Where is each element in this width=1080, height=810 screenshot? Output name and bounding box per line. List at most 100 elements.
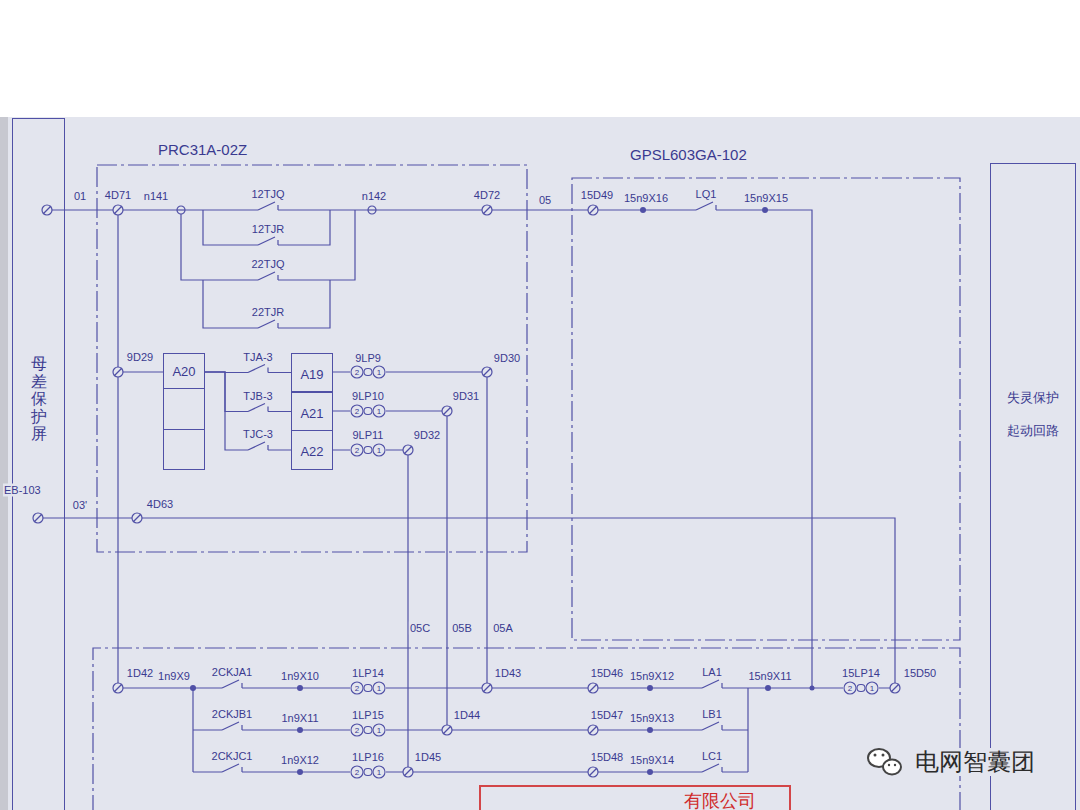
- cell-divider: [164, 388, 204, 389]
- pin-dot: [647, 727, 653, 733]
- contact-symbol: [702, 680, 722, 691]
- terminal-label: 1D44: [453, 709, 481, 722]
- terminal-label: 15n9X12: [629, 670, 675, 683]
- terminal-label: n142: [361, 190, 387, 203]
- pin-dot: [297, 685, 303, 691]
- contact-branch: [205, 372, 291, 453]
- red-stamp: [480, 786, 790, 810]
- node-terminal: [368, 206, 376, 214]
- plate-number: 2: [355, 684, 359, 693]
- terminal-symbol: [403, 767, 413, 777]
- contact-label: TJB-3: [242, 389, 273, 402]
- contact-symbol: [258, 202, 278, 213]
- relay-box: A22: [291, 430, 333, 470]
- terminal-label: 15n9X15: [743, 192, 789, 205]
- terminal-label: 9D29: [126, 351, 154, 364]
- contact-branch: [205, 372, 291, 415]
- cabinet-label: EB-103: [3, 484, 42, 497]
- device-model: PRC31A-02Z: [158, 141, 247, 159]
- terminal-symbol: [113, 205, 123, 215]
- pin-dot: [297, 727, 303, 733]
- terminal-label: 1D42: [126, 667, 154, 680]
- watermark-text: 电网智囊团: [913, 748, 1037, 776]
- wire: [333, 450, 408, 772]
- terminal-label: 05A: [492, 622, 514, 635]
- paper-edge: [0, 117, 8, 810]
- pin-dot: [640, 207, 646, 213]
- terminal-label: 15LP14: [841, 667, 881, 680]
- terminal-label: 05B: [451, 622, 473, 635]
- pressure-plate: [350, 405, 386, 417]
- pin-dot: [190, 685, 196, 691]
- terminal-label: 9D30: [493, 352, 521, 365]
- wire: [118, 371, 163, 372]
- terminal-label: 2CKJC1: [211, 750, 254, 763]
- plate-number: 2: [355, 446, 359, 455]
- terminal-symbol: [890, 683, 900, 693]
- contact-symbol: [258, 272, 278, 283]
- module-box: A20: [163, 353, 205, 470]
- terminal-label: n141: [143, 190, 169, 203]
- terminal-label: 4D71: [104, 189, 132, 202]
- terminal-label: 03': [72, 499, 88, 512]
- terminal-label: 1D43: [494, 667, 522, 680]
- terminal-label: 01: [73, 190, 87, 203]
- contact-symbol: [222, 764, 242, 775]
- terminal-symbol: [132, 513, 142, 523]
- terminal-label: 15n9X16: [623, 192, 669, 205]
- terminal-label: 2CKJB1: [211, 708, 253, 721]
- terminal-symbol: [442, 406, 452, 416]
- wire: [193, 688, 748, 772]
- module-label: A20: [172, 364, 195, 379]
- wire: [333, 411, 447, 730]
- terminal-symbol: [113, 683, 123, 693]
- device-outline: [572, 178, 960, 640]
- terminal-label: 15n9X11: [747, 670, 792, 683]
- panel-title: 母差保护屏: [31, 355, 47, 443]
- plate-number: 2: [848, 684, 852, 693]
- terminal-label: 1D45: [414, 751, 442, 764]
- plate-number: 1: [377, 407, 381, 416]
- pressure-plate: [350, 366, 386, 378]
- terminal-label: 9D31: [452, 390, 480, 403]
- contact-symbol: [702, 764, 722, 775]
- terminal-label: LB1: [701, 708, 723, 721]
- relay-label: A19: [300, 366, 323, 381]
- contact-symbol: [222, 722, 242, 733]
- terminal-label: 15n9X14: [629, 754, 675, 767]
- pressure-plate: [350, 724, 386, 736]
- terminal-label: 15D48: [590, 751, 624, 764]
- plate-number: 1: [377, 368, 381, 377]
- terminal-label: 9D32: [413, 429, 441, 442]
- terminal-label: 15D49: [580, 189, 614, 202]
- pin-dot: [297, 769, 303, 775]
- terminal-label: 2CKJA1: [211, 666, 253, 679]
- plate-number: 2: [355, 368, 359, 377]
- panel-box: 失灵保护 起动回路: [990, 163, 1076, 810]
- terminal-label: 1LP14: [351, 667, 385, 680]
- contact-symbol: [248, 365, 268, 376]
- terminal-symbol: [588, 683, 598, 693]
- contact-symbol: [258, 320, 278, 331]
- contact-symbol: [696, 202, 716, 213]
- panel-box: 母差保护屏: [12, 118, 65, 810]
- terminal-symbol: [113, 367, 123, 377]
- terminal-label: 1n9X9: [157, 670, 191, 683]
- pin-dot: [647, 685, 653, 691]
- pressure-plate: [350, 444, 386, 456]
- terminal-symbol: [42, 205, 52, 215]
- plate-number: 2: [355, 726, 359, 735]
- terminal-symbol: [403, 445, 413, 455]
- terminal-label: 4D72: [473, 189, 501, 202]
- dash-dot-border: [572, 178, 960, 640]
- wire: [38, 518, 895, 688]
- plate-number: 1: [377, 726, 381, 735]
- cell-divider: [164, 429, 204, 430]
- terminal-label: 05C: [409, 622, 431, 635]
- device-box: GPSL603GA-102: [572, 178, 960, 640]
- wire: [181, 210, 355, 280]
- wire: [203, 280, 330, 328]
- device-box: PRC31A-02ZA20A19A21A22: [97, 165, 527, 552]
